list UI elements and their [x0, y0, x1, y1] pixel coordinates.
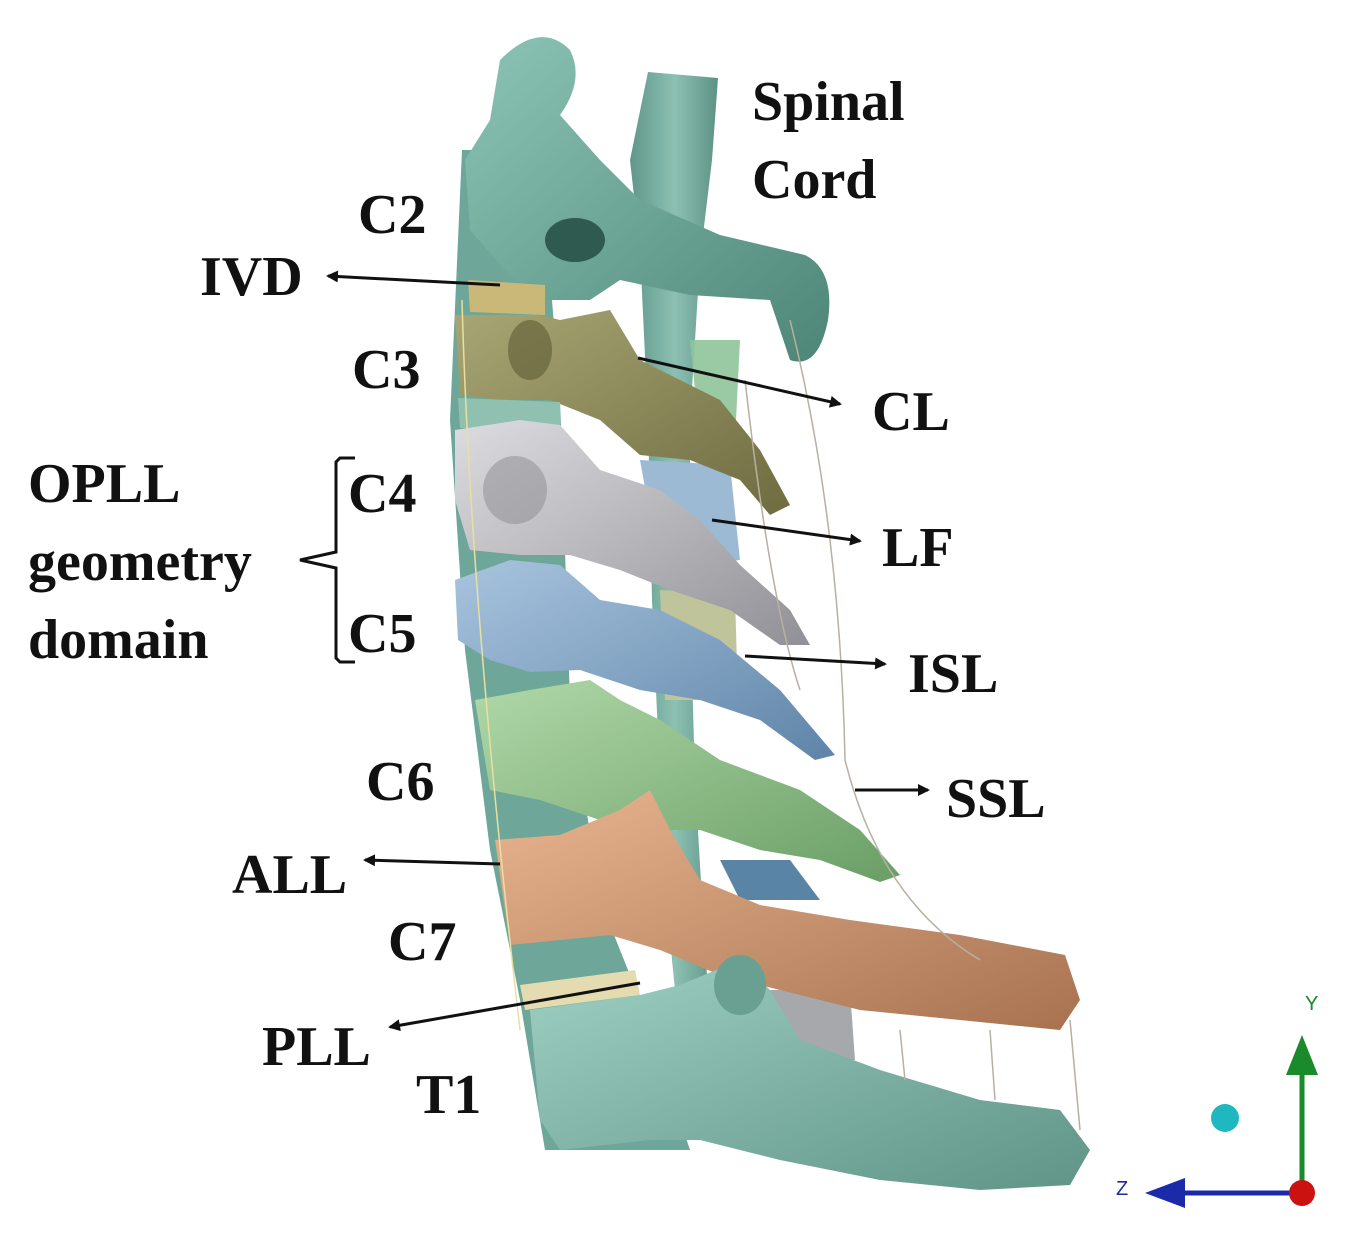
- opll-label-line2: geometry: [28, 531, 252, 593]
- c5-label: C5: [348, 603, 416, 665]
- c3-facet: [508, 320, 552, 380]
- ivd-label: IVD: [200, 246, 303, 308]
- y-axis-label: Y: [1305, 993, 1318, 1015]
- cl-label: CL: [872, 381, 950, 443]
- all-arrow: [363, 854, 501, 867]
- lf-label: LF: [882, 517, 954, 579]
- spine-model: [450, 37, 1090, 1190]
- all-label: ALL: [232, 844, 347, 906]
- c4-label: C4: [348, 463, 416, 525]
- all-line: [461, 299, 521, 1031]
- t1-vertebra: [530, 960, 1090, 1190]
- spinal-cord-label-line2: Cord: [752, 149, 876, 211]
- t1-knob: [714, 955, 766, 1015]
- c7-vertebra: [495, 790, 1080, 1030]
- ssl-line: [789, 319, 981, 961]
- ligament-lines: [461, 299, 1081, 1131]
- c6-label: C6: [366, 751, 434, 813]
- c2-foramen: [545, 218, 605, 262]
- c2-label: C2: [358, 184, 426, 246]
- ivd-disc: [468, 280, 545, 315]
- cl-arrow: [637, 356, 842, 408]
- lf-arrow: [711, 518, 862, 546]
- c4-facet: [483, 456, 547, 524]
- c7-label: C7: [388, 911, 456, 973]
- c5-vertebra: [455, 560, 835, 760]
- c6-vertebra: [475, 680, 900, 882]
- z-axis-label: Z: [1116, 1178, 1128, 1200]
- pll-label: PLL: [262, 1016, 371, 1078]
- labels: Spinal Cord C2 IVD C3 CL OPLL geometry d…: [28, 71, 1046, 1126]
- ivd-arrow: [326, 270, 501, 287]
- isl-label: ISL: [908, 643, 998, 705]
- t1-label: T1: [416, 1064, 481, 1126]
- spinal-cord-label-line1: Spinal: [752, 71, 905, 133]
- opll-label-line1: OPLL: [28, 453, 180, 515]
- canal-strip-c7: [720, 860, 820, 900]
- opll-label-line3: domain: [28, 609, 209, 671]
- pll-arrow: [388, 981, 641, 1032]
- opll-bracket: [299, 456, 355, 664]
- ssl-label: SSL: [946, 768, 1046, 830]
- z-axis-arrowhead: [1145, 1178, 1185, 1208]
- light-source-dot: [1211, 1104, 1239, 1132]
- c3-label: C3: [352, 339, 420, 401]
- ligament-lower-2: [899, 1029, 906, 1081]
- pointer-arrows: [299, 270, 930, 1032]
- isl-line: [744, 379, 801, 691]
- ligament-lower: [1069, 1019, 1081, 1131]
- isl-arrow: [744, 654, 887, 670]
- x-axis-dot: [1289, 1180, 1315, 1206]
- axis-triad: Y Z: [1116, 993, 1318, 1208]
- ligament-lower-3: [989, 1029, 996, 1101]
- c2-vertebra: [465, 37, 830, 362]
- y-axis-arrowhead: [1286, 1035, 1318, 1075]
